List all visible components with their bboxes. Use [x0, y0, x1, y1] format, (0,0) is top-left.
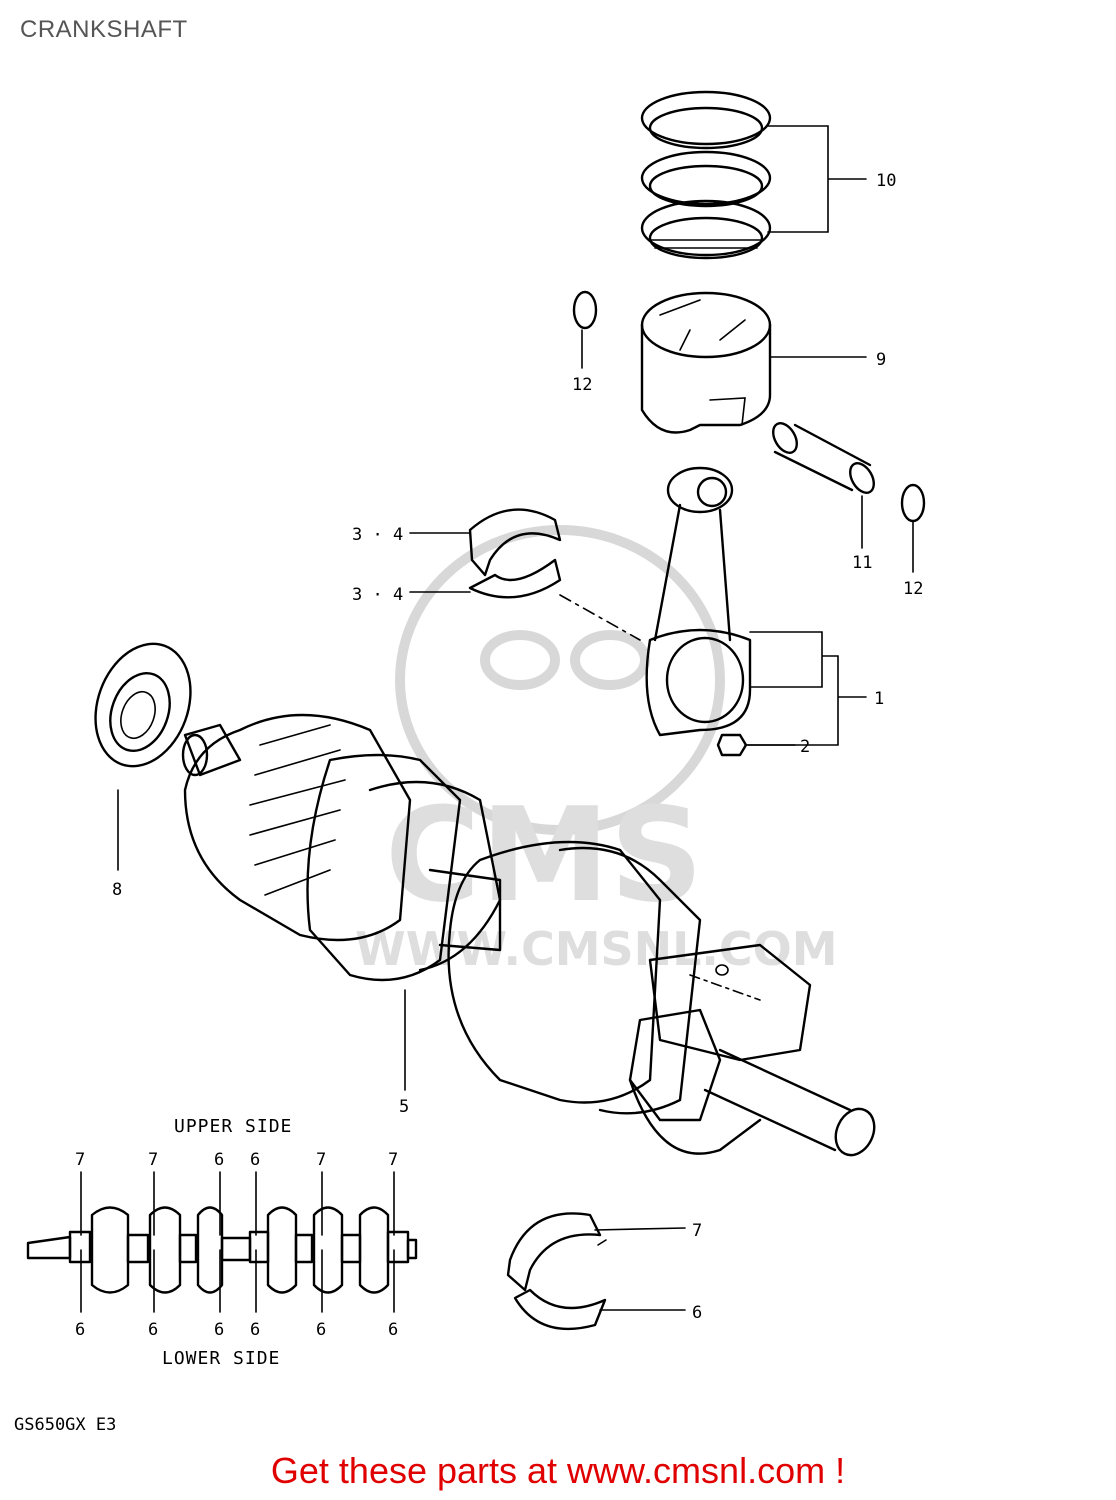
- label-7: 7: [692, 1221, 702, 1241]
- lower-side-label: LOWER SIDE: [162, 1348, 280, 1369]
- oil-seal: [94, 642, 192, 768]
- label-2: 2: [800, 737, 810, 757]
- upper-number: 7: [316, 1150, 326, 1170]
- watermark: CMS WWW.CMSNL.COM: [355, 525, 838, 976]
- lower-number: 6: [388, 1320, 398, 1340]
- footer-link-text[interactable]: Get these parts at www.cmsnl.com !: [270, 1450, 846, 1491]
- watermark-brand: CMS: [385, 779, 703, 931]
- label-11: 11: [852, 553, 872, 573]
- upper-number: 7: [148, 1150, 158, 1170]
- piston: [640, 291, 772, 434]
- upper-number: 6: [214, 1150, 224, 1170]
- label-12b: 12: [903, 579, 923, 599]
- page-title: CRANKSHAFT: [20, 16, 188, 43]
- crankshaft: [181, 713, 876, 1157]
- lower-number: 6: [250, 1320, 260, 1340]
- piston-rings: [640, 90, 772, 260]
- upper-number: 7: [75, 1150, 85, 1170]
- label-34a: 3 · 4: [352, 525, 403, 545]
- label-5: 5: [399, 1097, 409, 1117]
- rod-nut: [716, 733, 748, 757]
- upper-number: 7: [388, 1150, 398, 1170]
- label-8: 8: [112, 880, 122, 900]
- label-6: 6: [692, 1303, 702, 1323]
- main-bearing-shells: [506, 1212, 607, 1331]
- lower-number: 6: [214, 1320, 224, 1340]
- watermark-url: WWW.CMSNL.COM: [355, 922, 838, 976]
- lower-number: 6: [148, 1320, 158, 1340]
- connecting-rod: [645, 466, 752, 737]
- label-12a: 12: [572, 375, 592, 395]
- label-10: 10: [876, 171, 896, 191]
- lower-number: 6: [75, 1320, 85, 1340]
- upper-number: 6: [250, 1150, 260, 1170]
- circlip-left: [572, 290, 598, 330]
- upper-side-label: UPPER SIDE: [174, 1116, 292, 1137]
- bearing-location-diagram: UPPER SIDE LOWER SIDE 7 7 6 6 7 7 6 6 6 …: [26, 1116, 418, 1369]
- label-34b: 3 · 4: [352, 585, 403, 605]
- piston-pin: [772, 422, 875, 494]
- lower-number: 6: [316, 1320, 326, 1340]
- label-9: 9: [876, 350, 886, 370]
- rod-bearing-shells: [468, 508, 562, 599]
- label-1: 1: [874, 689, 884, 709]
- model-code: GS650GX E3: [14, 1415, 116, 1435]
- circlip-right: [900, 483, 926, 523]
